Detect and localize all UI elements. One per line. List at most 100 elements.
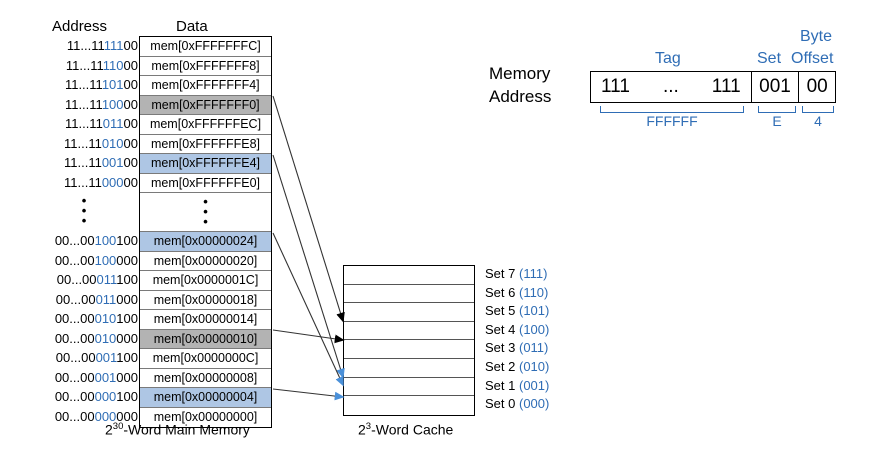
cache-set-label: Set 7 (111) <box>485 265 549 284</box>
set-name: Set 3 <box>485 340 516 356</box>
set-binary: (110) <box>518 284 549 300</box>
address-prefix-bits: 00...00 <box>55 291 96 307</box>
memory-cell: mem[0x00000008] <box>140 368 271 388</box>
address-row: 11...1110100 <box>30 75 138 95</box>
memory-caption-exponent: 30 <box>112 421 124 432</box>
address-offset-bits: 100 <box>116 233 138 248</box>
address-offset-bits: 00 <box>123 57 138 73</box>
address-row: 11...1101000 <box>30 134 138 154</box>
address-prefix-bits: 00...00 <box>54 408 95 424</box>
address-set-bits: 001 <box>95 350 117 365</box>
address-prefix-bits: 11...11 <box>66 38 104 53</box>
set-name: Set 6 <box>485 284 516 300</box>
address-offset-bits: 000 <box>116 330 138 346</box>
address-set-bits: 011 <box>96 272 117 287</box>
set-binary: (111) <box>518 266 548 281</box>
cache-set-label: Set 1 (001) <box>485 377 549 396</box>
cache-set-row <box>344 303 474 322</box>
address-offset-bits: 100 <box>116 389 138 404</box>
memory-cell: mem[0xFFFFFFE0] <box>140 173 271 193</box>
memory-cell: mem[0x0000001C] <box>140 271 271 291</box>
address-offset-bits: 00 <box>123 174 138 190</box>
tag-bits-ellipsis: ... <box>663 76 679 97</box>
address-set-bits: 001 <box>101 155 124 170</box>
address-row: 00...00011100 <box>30 270 138 290</box>
set-name: Set 7 <box>485 266 516 281</box>
address-prefix-bits: 00...00 <box>54 330 95 346</box>
memory-cell: mem[0xFFFFFFE8] <box>140 134 271 154</box>
address-prefix-bits: 11...11 <box>64 155 102 170</box>
cache-caption: 23-Word Cache <box>358 421 453 438</box>
address-set-bits: 000 <box>101 174 124 190</box>
address-prefix-bits: 11...11 <box>64 77 102 92</box>
data-column-header: Data <box>176 18 208 35</box>
memory-ellipsis: ••• <box>140 193 271 232</box>
set-bracket <box>758 106 796 113</box>
address-set-bits: 010 <box>94 311 117 326</box>
address-prefix-bits: 11...11 <box>64 96 102 112</box>
set-binary: (000) <box>518 396 550 412</box>
cache-set-label: Set 5 (101) <box>485 302 549 321</box>
memory-cell: mem[0xFFFFFFFC] <box>140 37 271 57</box>
address-prefix-bits: 00...00 <box>55 350 96 365</box>
memory-cell: mem[0xFFFFFFF8] <box>140 56 271 76</box>
address-set-bits: 100 <box>94 233 117 248</box>
cache-caption-rest: -Word Cache <box>371 421 454 438</box>
address-prefix-bits: 11...11 <box>64 116 103 131</box>
address-row: 11...1100000 <box>30 173 138 193</box>
offset-field-label: Offset <box>791 50 834 67</box>
offset-hex-label: 4 <box>814 113 822 129</box>
address-row: 11...1110000 <box>30 95 138 115</box>
address-set-bits: 010 <box>101 135 124 151</box>
cache-set-label: Set 2 (010) <box>485 358 549 377</box>
memory-caption-rest: -Word Main Memory <box>123 421 250 438</box>
cache-set-row <box>344 321 474 341</box>
set-field-label: Set <box>757 50 782 67</box>
address-offset-bits: 00 <box>123 155 138 170</box>
set-name: Set 2 <box>485 358 516 374</box>
memory-cell: mem[0x00000014] <box>140 310 271 330</box>
address-set-bits: 010 <box>94 330 117 346</box>
cache-set-label: Set 4 (100) <box>485 321 549 340</box>
set-binary: (100) <box>518 321 550 337</box>
address-row: 00...00001000 <box>30 368 138 388</box>
address-offset-bits: 100 <box>116 311 138 326</box>
set-hex-label: E <box>772 113 782 129</box>
main-memory-table: mem[0xFFFFFFFC]mem[0xFFFFFFF8]mem[0xFFFF… <box>139 36 272 428</box>
tag-hex-label: FFFFFF <box>646 113 698 129</box>
address-row: 11...1100100 <box>30 153 138 173</box>
address-row: 00...00000100 <box>30 387 138 407</box>
cache-table <box>343 265 475 416</box>
address-offset-bits: 000 <box>116 252 138 268</box>
address-prefix-bits: 00...00 <box>54 252 95 268</box>
address-row: 11...1101100 <box>30 114 138 134</box>
set-name: Set 1 <box>485 377 516 393</box>
address-tag-segment: 111 ... 111 <box>591 72 752 102</box>
address-offset-bits: 00 <box>123 77 138 92</box>
main-memory-caption: 230-Word Main Memory <box>105 421 250 438</box>
address-set-bits: 100 <box>101 96 124 112</box>
cache-caption-base: 2 <box>358 421 366 438</box>
address-offset-bits: 00 <box>123 96 138 112</box>
address-prefix-bits: 11...11 <box>64 174 102 190</box>
address-ellipsis: ••• <box>81 193 87 228</box>
memory-cell: mem[0x00000020] <box>140 251 271 271</box>
memory-cell: mem[0xFFFFFFF4] <box>140 76 271 96</box>
address-row: 00...00100100 <box>30 231 138 251</box>
address-offset-segment: 00 <box>806 76 828 97</box>
address-set-segment: 001 <box>752 72 800 102</box>
memory-address-label-line2: Address <box>489 87 552 106</box>
address-offset-bits: 000 <box>116 291 138 307</box>
address-row: 00...00000000 <box>30 407 138 427</box>
offset-bracket <box>802 106 834 113</box>
address-offset-bits: 00 <box>123 135 138 151</box>
memory-cell: mem[0xFFFFFFE4] <box>140 154 271 174</box>
address-set-bits: 011 <box>95 291 117 307</box>
cache-set-label: Set 6 (110) <box>485 284 549 303</box>
memory-cell: mem[0x00000024] <box>140 232 271 252</box>
cache-set-row <box>344 340 474 359</box>
address-set-bits: 011 <box>102 116 124 131</box>
address-row: 11...1111000 <box>30 56 138 76</box>
address-set-bits: 111 <box>103 38 124 53</box>
memory-cell: mem[0x00000010] <box>140 329 271 349</box>
